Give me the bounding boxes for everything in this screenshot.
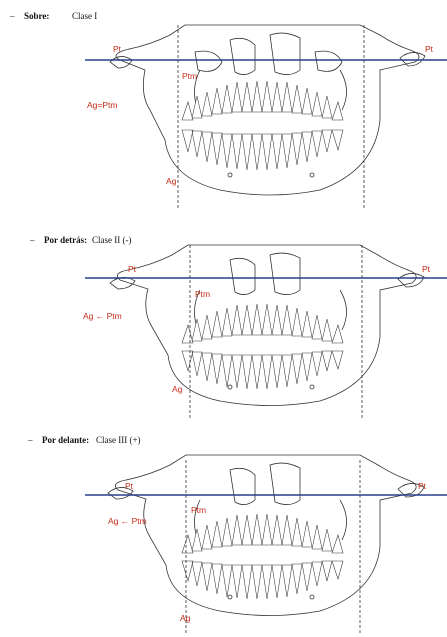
label-ag-measure: Ag=Ptm	[87, 100, 117, 110]
caption-rest: Clase II (-)	[92, 235, 131, 245]
label-ag-measure: Ag ← Ptm	[108, 516, 147, 526]
label-pt-left: Pt	[128, 264, 137, 274]
label-ptm: Ptm	[191, 505, 206, 515]
label-ag-measure: Ag ← Ptm	[83, 311, 122, 321]
caption-dash: –	[9, 11, 15, 21]
label-pt-left: Pt	[113, 44, 122, 54]
label-ptm: Ptm	[182, 71, 197, 81]
skull-drawing	[110, 25, 425, 195]
skull-drawing	[108, 455, 424, 616]
label-ag: Ag	[166, 176, 177, 186]
section-clase-1: – Sobre: Clase I	[9, 11, 447, 210]
caption-bold: Por detrás:	[44, 235, 87, 245]
caption-bold: Sobre:	[24, 11, 49, 21]
section-clase-2: – Por detrás: Clase II (-) Pt Pt Ptm A	[29, 235, 447, 420]
caption-bold: Por delante:	[42, 435, 89, 445]
teeth-upper	[182, 304, 343, 343]
label-ag: Ag	[172, 384, 183, 394]
caption-rest: Clase III (+)	[96, 435, 141, 445]
section-clase-3: – Por delante: Clase III (+) Pt Pt Ptm	[27, 435, 447, 635]
caption-rest: Clase I	[72, 11, 97, 21]
teeth-lower	[182, 561, 343, 599]
caption-dash: –	[27, 435, 33, 445]
teeth-lower	[182, 351, 343, 389]
label-pt-right: Pt	[422, 264, 431, 274]
teeth-upper	[182, 81, 343, 120]
label-ptm: Ptm	[195, 289, 210, 299]
label-pt-left: Pt	[125, 481, 134, 491]
label-pt-right: Pt	[418, 481, 427, 491]
label-pt-right: Pt	[425, 44, 434, 54]
caption-dash: –	[29, 235, 35, 245]
teeth-lower	[182, 130, 343, 170]
label-ag: Ag	[180, 613, 191, 623]
teeth-upper	[182, 514, 343, 553]
skull-drawing	[110, 245, 424, 406]
